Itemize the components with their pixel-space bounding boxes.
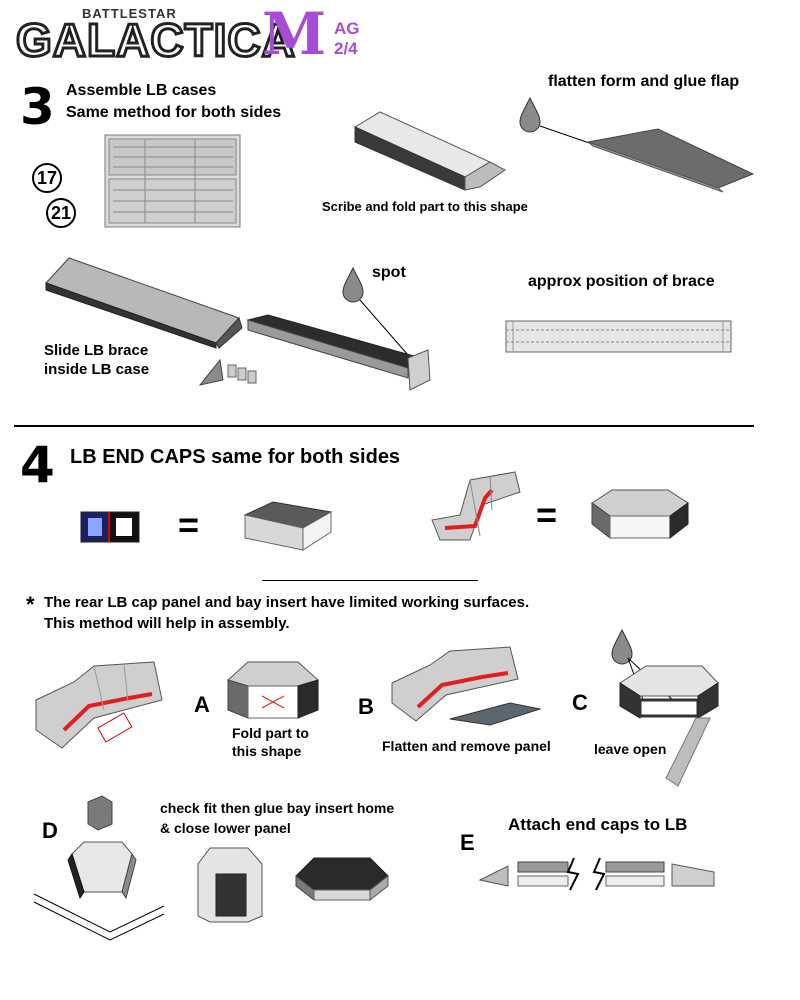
step-e-letter: E — [460, 830, 475, 855]
folded-case-image — [353, 111, 506, 191]
step-c-label: leave open — [594, 741, 667, 757]
sheet-code-line2: 2/4 — [334, 39, 358, 58]
step4-number: 4 — [20, 436, 55, 494]
note-line2: This method will help in assembly. — [44, 615, 290, 632]
equals-sign-2: = — [536, 494, 558, 535]
step3-number: 3 — [20, 78, 55, 136]
brace-position-image — [505, 320, 732, 353]
step-d-cap-image — [197, 847, 263, 923]
endcap-hex-image — [591, 489, 689, 540]
spot-label: spot — [372, 264, 406, 281]
step-a-line2: this shape — [232, 743, 302, 759]
step-d-line2: & close lower panel — [160, 820, 291, 836]
logo-galactica-text: GALACTICA — [15, 14, 297, 66]
step-e-assembly-image — [478, 857, 715, 891]
part-number-21: 21 — [46, 198, 76, 228]
step-a-shape-image — [227, 661, 319, 719]
endcap-part-image — [80, 511, 140, 543]
scribe-fold-label: Scribe and fold part to this shape — [322, 199, 528, 214]
step3-title-line2: Same method for both sides — [66, 104, 282, 121]
part-number-17: 17 — [32, 163, 62, 193]
logo-battlestar-text: BATTLESTAR — [82, 6, 177, 21]
note-line1: The rear LB cap panel and bay insert hav… — [44, 594, 530, 611]
step-a-line1: Fold part to — [232, 725, 309, 741]
step-e-label: Attach end caps to LB — [508, 815, 688, 834]
sheet-code-line1: AG — [334, 19, 360, 38]
endcap-box-image — [243, 501, 333, 551]
rear-cap-panel-image — [35, 661, 163, 749]
step4-title: LB END CAPS same for both sides — [70, 446, 401, 468]
parts-sheet-image — [104, 134, 241, 228]
step3-title-line1: Assemble LB cases — [66, 82, 217, 99]
step-d-line1: check fit then glue bay insert home — [160, 800, 395, 816]
step-b-label: Flatten and remove panel — [382, 738, 551, 754]
logo-m-mark: M — [262, 0, 327, 68]
section-divider — [14, 425, 754, 427]
lb-brace-image — [198, 266, 431, 391]
step-b-knife-image — [391, 646, 542, 726]
step-a-letter: A — [194, 692, 210, 717]
glue-drop-icon — [519, 96, 755, 193]
step-b-letter: B — [358, 694, 374, 719]
step-d-closed-cap-image — [295, 857, 389, 902]
endcap-curved-part-image — [431, 471, 521, 541]
step-d-letter: D — [42, 818, 58, 843]
flatten-form-label: flatten form and glue flap — [548, 73, 740, 90]
note-asterisk: * — [26, 592, 35, 617]
lb-case-image — [45, 257, 243, 349]
equals-sign-1: = — [178, 504, 200, 545]
step-d-insert-image — [33, 795, 165, 941]
slide-brace-line2: inside LB case — [44, 361, 150, 378]
step-c-letter: C — [572, 690, 588, 715]
brace-position-label: approx position of brace — [528, 273, 715, 290]
slide-brace-line1: Slide LB brace — [44, 342, 149, 359]
step-c-image — [611, 628, 719, 787]
separator-line — [262, 580, 478, 581]
